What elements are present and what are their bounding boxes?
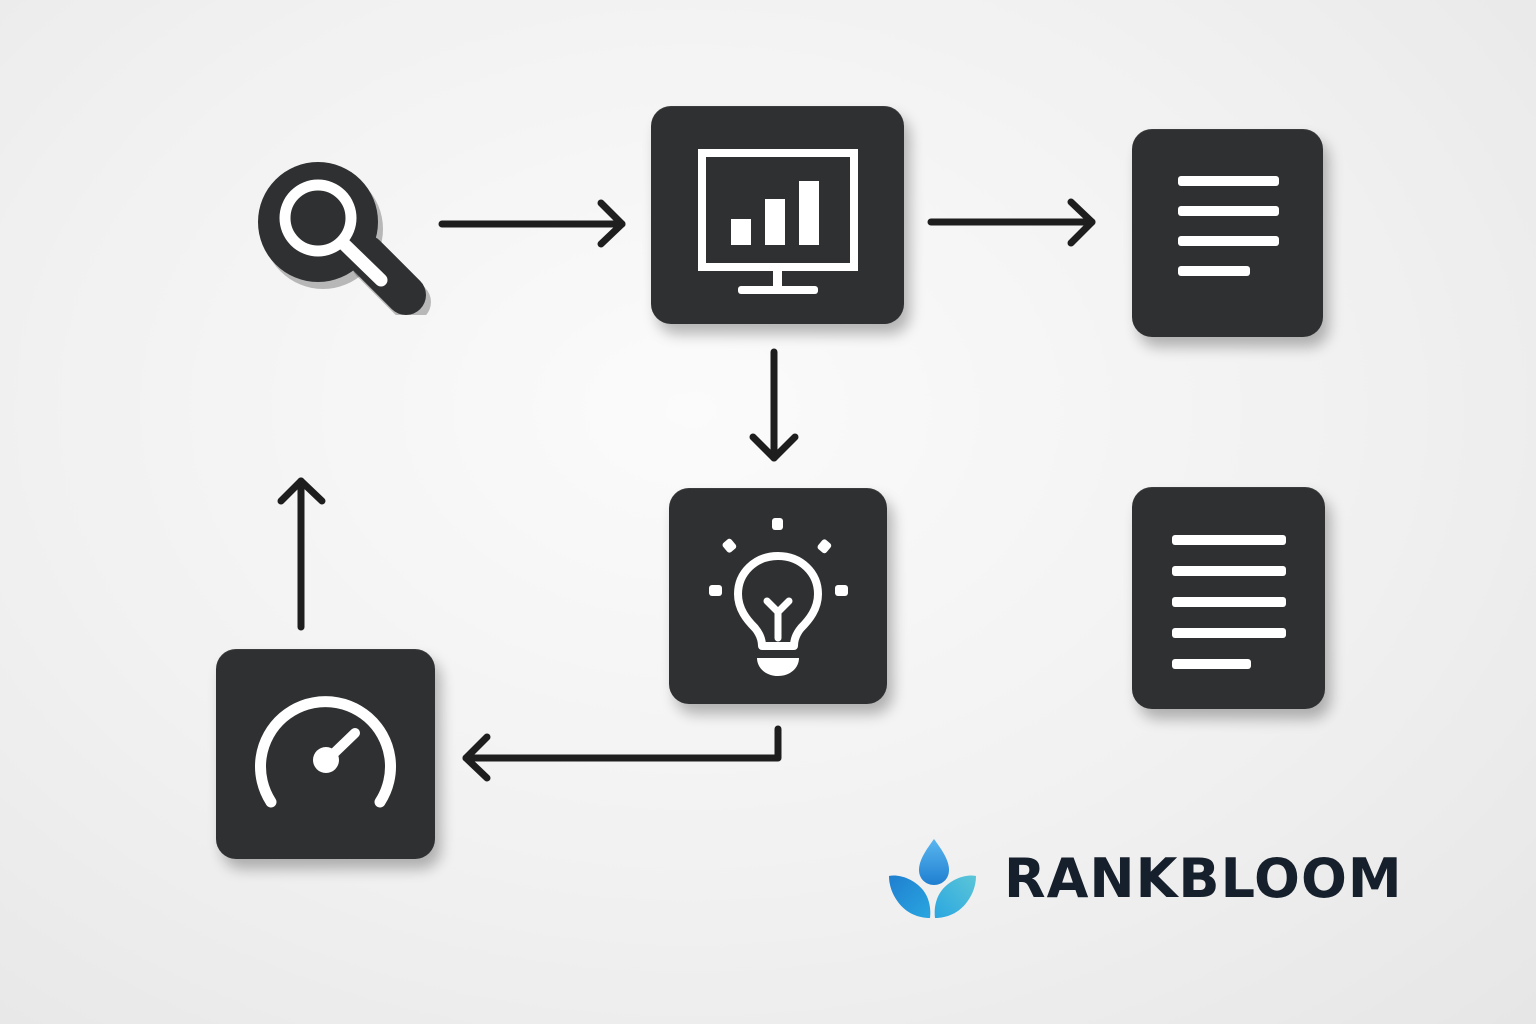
arrow-speed-to-search <box>277 477 326 631</box>
idea-node <box>669 488 887 704</box>
arrow-idea-to-speed <box>462 725 782 782</box>
document-node-bottom <box>1132 487 1325 709</box>
document-node-top <box>1132 129 1323 337</box>
rankbloom-logo <box>889 839 976 918</box>
arrow-analytics-to-idea <box>749 348 799 462</box>
speed-node <box>216 649 435 859</box>
speedometer-icon <box>255 696 396 808</box>
arrow-search-to-analytics <box>438 199 626 248</box>
analytics-node <box>651 106 904 324</box>
magnifying-glass-icon <box>258 162 431 315</box>
lightbulb-icon <box>709 518 848 676</box>
search-node <box>258 162 431 315</box>
text-lines-icon <box>1178 176 1279 276</box>
text-lines-icon <box>1172 535 1286 669</box>
monitor-bar-chart-icon <box>698 149 858 294</box>
arrow-analytics-to-document <box>927 198 1096 247</box>
brand-lockup: RANKBLOOM <box>886 836 1426 922</box>
brand-name: RANKBLOOM <box>1004 847 1403 910</box>
